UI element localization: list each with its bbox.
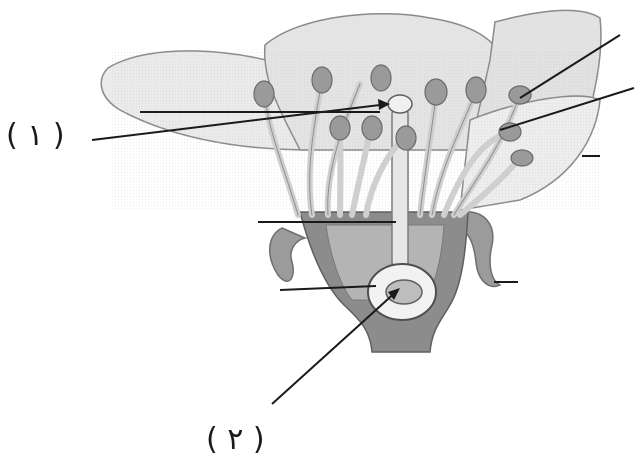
callout-label-2: ( ٢ ) — [206, 422, 265, 457]
sepal-left — [270, 228, 305, 281]
anther — [254, 81, 274, 107]
anther — [312, 67, 332, 93]
anther — [330, 116, 350, 140]
anther — [371, 65, 391, 91]
anther — [511, 150, 533, 166]
anther — [362, 116, 382, 140]
anther — [499, 123, 521, 141]
anther — [396, 126, 416, 150]
callout-label-1: ( ١ ) — [6, 118, 65, 153]
anther — [425, 79, 447, 105]
anther — [509, 86, 531, 104]
stigma — [388, 95, 412, 113]
anther — [466, 77, 486, 103]
